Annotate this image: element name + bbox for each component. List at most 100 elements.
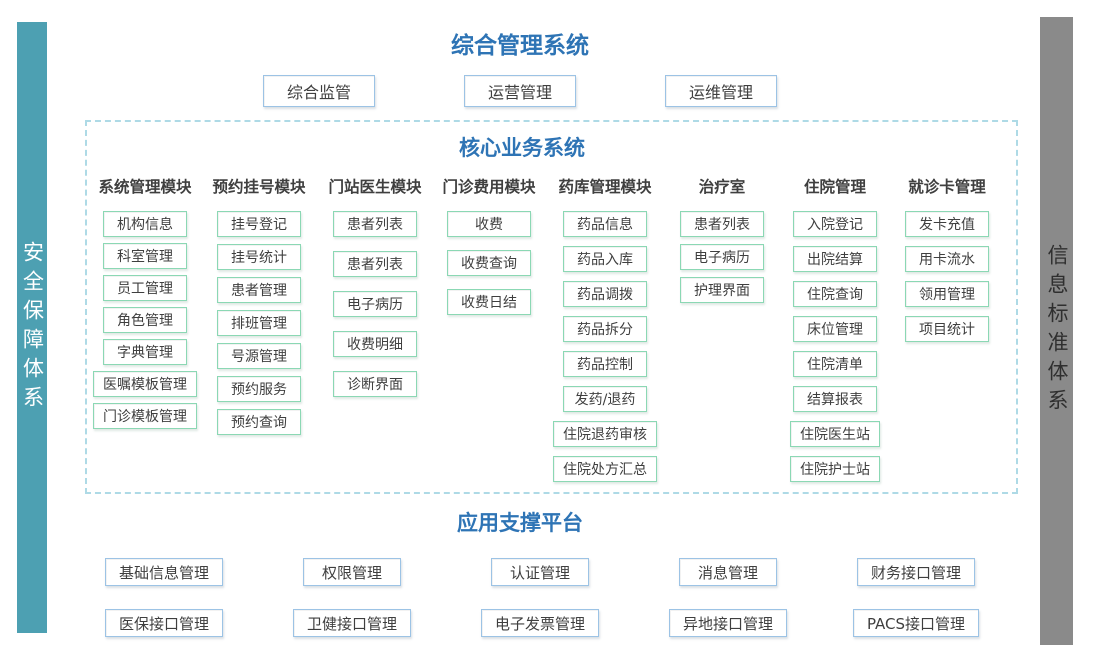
core-feature-box: 排班管理: [217, 310, 301, 336]
support-cell: 消息管理: [634, 558, 822, 586]
security-assurance-bar: 安全保障体系: [17, 22, 47, 633]
support-cell: 异地接口管理: [634, 609, 822, 637]
core-feature-box: 医嘱模板管理: [93, 371, 197, 397]
core-column-items: 发卡充值用卡流水领用管理项目统计: [905, 211, 989, 342]
core-module-column: 治疗室 患者列表电子病历护理界面: [664, 176, 780, 303]
core-feature-box: 患者列表: [333, 211, 417, 237]
core-feature-box: 用卡流水: [905, 246, 989, 272]
support-cell: 医保接口管理: [70, 609, 258, 637]
support-module-box: 权限管理: [303, 558, 401, 586]
core-feature-box: 电子病历: [333, 291, 417, 317]
support-cell: 卫健接口管理: [258, 609, 446, 637]
core-feature-box: 床位管理: [793, 316, 877, 342]
core-column-items: 患者列表电子病历护理界面: [680, 211, 764, 303]
management-modules-row: 综合监管 运营管理 运维管理: [10, 75, 1030, 107]
core-column-header: 住院管理: [803, 178, 866, 196]
core-feature-box: 住院查询: [793, 281, 877, 307]
support-cell: PACS接口管理: [822, 609, 1010, 637]
support-row: 医保接口管理 卫健接口管理 电子发票管理 异地接口管理 PACS接口管理: [70, 609, 1010, 637]
page-title: 综合管理系统: [451, 33, 589, 59]
core-column-items: 入院登记出院结算住院查询床位管理住院清单结算报表住院医生站住院护士站: [790, 211, 880, 482]
management-module-box: 运营管理: [464, 75, 576, 107]
core-column-header: 药库管理模块: [558, 178, 652, 196]
core-column-items: 挂号登记挂号统计患者管理排班管理号源管理预约服务预约查询: [217, 211, 301, 435]
core-feature-box: 住院医生站: [790, 421, 880, 447]
support-module-box: 财务接口管理: [856, 558, 975, 586]
core-feature-box: 住院护士站: [790, 456, 880, 482]
core-feature-box: 结算报表: [793, 386, 877, 412]
core-feature-box: 机构信息: [103, 211, 187, 237]
support-module-box: 消息管理: [679, 558, 777, 586]
core-module-column: 住院管理 入院登记出院结算住院查询床位管理住院清单结算报表住院医生站住院护士站: [777, 176, 893, 482]
core-feature-box: 出院结算: [793, 246, 877, 272]
core-column-items: 收费收费查询收费日结: [447, 211, 531, 315]
core-business-panel: 核心业务系统 系统管理模块 机构信息科室管理员工管理角色管理字典管理医嘱模板管理…: [85, 120, 1018, 494]
support-platform-rows: 基础信息管理 权限管理 认证管理 消息管理 财务接口管理 医保接口管理: [70, 558, 1010, 637]
management-module-box: 综合监管: [263, 75, 375, 107]
main-area: 综合管理系统 综合监管 运营管理 运维管理 核心业务系统 系统管理模块 机构信息科室…: [10, 33, 1030, 637]
core-column-items: 机构信息科室管理员工管理角色管理字典管理医嘱模板管理门诊模板管理: [93, 211, 197, 429]
security-assurance-label: 安全保障体系: [20, 240, 45, 415]
core-feature-box: 药品信息: [563, 211, 647, 237]
core-feature-box: 患者管理: [217, 277, 301, 303]
support-module-box: 卫健接口管理: [292, 609, 411, 637]
core-feature-box: 住院退药审核: [553, 421, 657, 447]
core-feature-box: 号源管理: [217, 343, 301, 369]
core-module-column: 门诊费用模块 收费收费查询收费日结: [431, 176, 547, 315]
core-feature-box: 角色管理: [103, 307, 187, 333]
support-cell: 基础信息管理: [70, 558, 258, 586]
core-module-column: 门站医生模块 患者列表患者列表电子病历收费明细诊断界面: [317, 176, 433, 397]
core-feature-box: 领用管理: [905, 281, 989, 307]
core-column-header: 治疗室: [698, 178, 746, 196]
support-module-box: 基础信息管理: [104, 558, 223, 586]
core-feature-box: 发卡充值: [905, 211, 989, 237]
core-module-column: 预约挂号模块 挂号登记挂号统计患者管理排班管理号源管理预约服务预约查询: [201, 176, 317, 435]
core-feature-box: 科室管理: [103, 243, 187, 269]
core-feature-box: 药品调拨: [563, 281, 647, 307]
core-column-header: 预约挂号模块: [212, 178, 306, 196]
core-feature-box: 药品入库: [563, 246, 647, 272]
support-module-box: 医保接口管理: [104, 609, 223, 637]
core-business-title: 核心业务系统: [459, 136, 585, 160]
core-feature-box: 护理界面: [680, 277, 764, 303]
core-column-items: 药品信息药品入库药品调拨药品拆分药品控制发药/退药住院退药审核住院处方汇总: [553, 211, 657, 482]
core-column-header: 就诊卡管理: [908, 178, 986, 196]
management-module-box: 运维管理: [665, 75, 777, 107]
support-module-box: 异地接口管理: [668, 609, 787, 637]
core-feature-box: 入院登记: [793, 211, 877, 237]
core-module-column: 系统管理模块 机构信息科室管理员工管理角色管理字典管理医嘱模板管理门诊模板管理: [87, 176, 203, 429]
core-columns: 系统管理模块 机构信息科室管理员工管理角色管理字典管理医嘱模板管理门诊模板管理 …: [87, 176, 1016, 490]
support-cell: 认证管理: [446, 558, 634, 586]
core-feature-box: 挂号登记: [217, 211, 301, 237]
core-feature-box: 门诊模板管理: [93, 403, 197, 429]
support-module-box: 电子发票管理: [480, 609, 599, 637]
core-feature-box: 字典管理: [103, 339, 187, 365]
core-feature-box: 预约查询: [217, 409, 301, 435]
core-feature-box: 员工管理: [103, 275, 187, 301]
core-feature-box: 患者列表: [333, 251, 417, 277]
core-feature-box: 挂号统计: [217, 244, 301, 270]
core-feature-box: 诊断界面: [333, 371, 417, 397]
core-feature-box: 项目统计: [905, 316, 989, 342]
core-feature-box: 住院处方汇总: [553, 456, 657, 482]
support-cell: 权限管理: [258, 558, 446, 586]
support-module-box: PACS接口管理: [852, 609, 980, 637]
core-feature-box: 收费: [447, 211, 531, 237]
support-cell: 电子发票管理: [446, 609, 634, 637]
core-column-items: 患者列表患者列表电子病历收费明细诊断界面: [333, 211, 417, 397]
core-feature-box: 预约服务: [217, 376, 301, 402]
core-column-header: 系统管理模块: [98, 178, 192, 196]
info-standards-bar: 信息标准体系: [1040, 17, 1073, 645]
core-column-header: 门站医生模块: [328, 178, 422, 196]
core-feature-box: 收费明细: [333, 331, 417, 357]
support-module-box: 认证管理: [491, 558, 589, 586]
core-feature-box: 住院清单: [793, 351, 877, 377]
core-feature-box: 患者列表: [680, 211, 764, 237]
core-feature-box: 电子病历: [680, 244, 764, 270]
support-cell: 财务接口管理: [822, 558, 1010, 586]
support-platform-title: 应用支撑平台: [457, 511, 583, 535]
core-feature-box: 药品控制: [563, 351, 647, 377]
core-feature-box: 药品拆分: [563, 316, 647, 342]
info-standards-label: 信息标准体系: [1045, 244, 1069, 418]
